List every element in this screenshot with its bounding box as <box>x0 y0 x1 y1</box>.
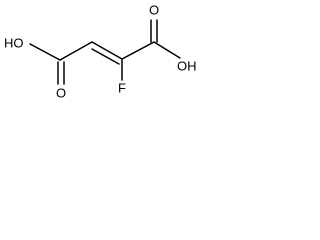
fluorine-label: F <box>118 80 126 95</box>
bond-c3-c4 <box>121 41 155 60</box>
bond-c2-c3-double-b <box>91 48 120 65</box>
bond-c1-c2 <box>59 41 93 61</box>
left-hydroxyl-label: HO <box>4 35 24 50</box>
bond-ho-c1 <box>29 43 61 61</box>
left-carbonyl-oxygen-label: O <box>56 85 66 100</box>
bond-c4-oh <box>153 41 181 59</box>
right-carbonyl-oxygen-label: O <box>149 2 159 17</box>
bond-c2-c3-double-a <box>91 41 123 60</box>
right-hydroxyl-label: OH <box>177 58 197 73</box>
structural-formula: HO O O OH F <box>4 2 197 100</box>
